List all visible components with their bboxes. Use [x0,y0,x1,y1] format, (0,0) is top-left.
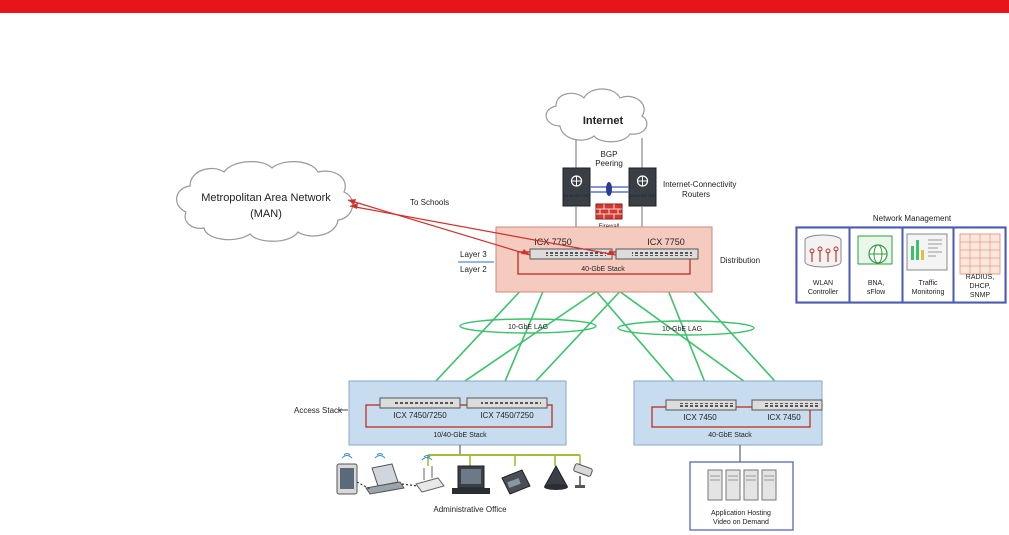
app-hosting-line1: Application Hosting [711,510,771,517]
ip-phone-icon [501,469,531,495]
lag-ellipse-left [459,318,597,334]
access-left-switch-left-label: ICX 7450/7250 [393,411,447,420]
nm-item-radius-line3: SNMP [970,292,991,299]
access-left-stack-label: 10/40-GbE Stack [433,432,487,439]
firewall-icon [595,203,623,220]
link-to-schools [347,199,531,256]
desktop-computer-icon [452,465,490,494]
arrowhead [350,203,358,209]
nm-item-wlan-line2: Controller [808,289,839,296]
app-hosting-line2: Video on Demand [713,519,769,526]
access-right-switch-left-label: ICX 7450 [683,413,717,422]
lag-ellipses [459,318,755,336]
distribution-label: Distribution [720,256,760,265]
switch-icx7750-left [529,248,613,260]
distribution-switch-right-label: ICX 7750 [647,237,685,247]
server-rack-icon [707,469,777,501]
top-brand-bar [0,0,1009,13]
arrowhead [348,199,356,205]
access-stack-label: Access Stack [294,406,343,415]
router-right: MLXe/ ICX 7450 [628,167,657,207]
red-links [347,199,617,256]
security-camera-icon [573,463,593,488]
to-schools-label: To Schools [410,198,449,207]
access-right-switch-right-label: ICX 7450 [767,413,801,422]
network-management-title: Network Management [873,214,952,223]
laptop-icon [365,463,405,495]
switch-icx7450-7250-left [379,397,461,409]
nm-item-radius-line1: RADIUS, [966,274,994,281]
arrowhead [521,249,530,255]
router-model-label: MLXe/ ICX 7450 [564,194,590,198]
access-right-stack-label: 40-GbE Stack [708,432,752,439]
routers-label-line1: Internet-Connectivity [663,180,736,189]
admin-office-label: Administrative Office [433,505,507,514]
nm-item-traffic-line1: Traffic [918,280,938,287]
man-label-line1: Metropolitan Area Network [201,192,331,204]
layer3-label: Layer 3 [460,250,487,259]
access-stack-right-box [633,380,823,446]
wireless-link [356,481,371,490]
switch-icx7750-right [615,248,699,260]
lag-right-label: 10-GbE LAG [662,326,702,333]
link-to-schools [349,205,617,256]
nm-item-bna-line2: sFlow [867,289,886,296]
nm-item-radius: RADIUS, DHCP, SNMP [953,227,1006,303]
internet-cloud: Internet [545,88,648,143]
router-left: MLXe/ ICX 7450 [562,167,591,207]
wireless-link [401,483,419,487]
nm-item-traffic: Traffic Monitoring [902,227,954,303]
router-lag-ellipse [606,182,612,196]
man-cloud: Metropolitan Area Network (MAN) [176,161,354,242]
wlan-controller-icon [804,234,842,268]
wifi-signal [341,453,433,461]
access-stack-left-box [348,380,567,446]
layer2-label: Layer 2 [460,265,487,274]
arrowhead [607,250,616,255]
distribution-stack-label: 40-GbE Stack [581,266,625,273]
internet-label: Internet [583,115,624,127]
lag-ellipse-right [617,320,755,336]
nm-item-bna: BNA, sFlow [849,227,903,303]
nm-item-wlan-line1: WLAN [813,280,833,287]
nm-item-wlan: WLAN Controller [796,227,850,303]
distribution-switch-left-label: ICX 7750 [534,237,572,247]
bgp-label-line1: BGP [601,150,618,159]
dashboard-icon [906,233,948,271]
man-label-line2: (MAN) [250,208,282,220]
lag-left-label: 10-GbE LAG [508,324,548,331]
nm-item-bna-line1: BNA, [868,280,884,287]
switch-icx7450-7250-right [466,397,548,409]
router-model-label: MLXe/ ICX 7450 [630,194,656,198]
tablet-icon [336,463,358,495]
globe-icon [857,235,893,265]
bgp-label-line2: Peering [595,159,623,168]
routers-label-line2: Routers [682,190,710,199]
spreadsheet-icon [959,233,1001,275]
switch-icx7450-left [665,399,737,411]
wireless-access-point-icon [415,466,445,493]
switch-icx7450-right [751,399,823,411]
conference-phone-icon [544,464,568,490]
nm-item-radius-line2: DHCP, [970,283,991,290]
access-left-switch-right-label: ICX 7450/7250 [480,411,534,420]
nm-item-traffic-line2: Monitoring [912,289,945,296]
